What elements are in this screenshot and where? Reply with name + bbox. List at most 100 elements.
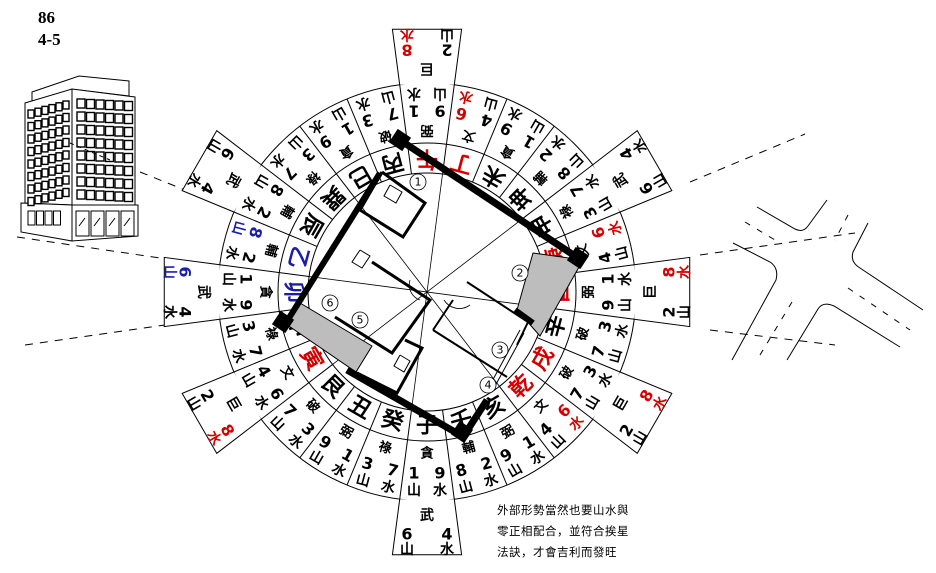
building-window [55, 189, 63, 200]
sector-divider [299, 125, 355, 198]
star-name: 輔 [460, 439, 477, 458]
building-window [114, 191, 124, 202]
water-star-digit: 1 [599, 273, 618, 284]
room-wall [466, 281, 530, 346]
sector-divider [233, 337, 318, 373]
water-label: 水 [482, 470, 501, 490]
water-star-digit: 2 [479, 453, 495, 474]
star-name: 祿 [557, 202, 578, 222]
tab-star-name: 巨 [643, 285, 659, 299]
building-window [85, 150, 96, 162]
mountain-star-digit: 4 [595, 250, 616, 266]
building-window [41, 168, 49, 178]
road-intersection-icon [731, 199, 924, 361]
mountain-label: 山 [354, 471, 372, 490]
star-name: 破 [574, 325, 593, 342]
sector-divider [536, 337, 621, 373]
sector-divider [399, 409, 412, 500]
mountain-star-digit: 9 [434, 102, 445, 121]
caption-line: 外部形勢當然也要山水與 [497, 503, 629, 517]
mountain-name: 巽 [316, 181, 349, 214]
tab-star-name: 武 [420, 507, 434, 524]
star-name: 弼 [582, 285, 597, 298]
star-name: 弼 [337, 423, 356, 442]
mountain-star-digit: 1 [408, 464, 419, 483]
mountain-label: 山 [238, 370, 259, 390]
building-window [123, 113, 134, 125]
window-line [493, 332, 525, 389]
building-window [62, 175, 70, 185]
building-window [62, 125, 70, 135]
building-window [114, 178, 124, 189]
building-window [85, 176, 96, 188]
mountain-label: 山 [433, 85, 447, 101]
building-window [27, 134, 35, 144]
building-window [104, 151, 115, 163]
sector-divider [260, 364, 333, 420]
building-window [76, 98, 86, 109]
building-window [62, 100, 70, 110]
building-shop-window [44, 210, 53, 226]
sector-divider [544, 307, 635, 320]
mountain-name: 乙 [283, 243, 313, 271]
building-window [27, 159, 35, 169]
mountain-name: 乾 [504, 369, 538, 403]
building-window [114, 100, 124, 111]
building-window [114, 126, 124, 137]
star-name: 破 [303, 396, 324, 417]
fixture [393, 354, 411, 373]
sector-divider [521, 164, 594, 220]
star-name: 文 [459, 126, 477, 145]
sector-divider [499, 386, 555, 459]
tab-water-digit: 4 [176, 306, 195, 317]
star-name: 輔 [277, 202, 297, 221]
star-name: 輔 [262, 242, 281, 259]
building-window [123, 126, 134, 138]
star-name: 破 [377, 127, 394, 146]
glass-glint [123, 217, 131, 227]
glass-glint [78, 217, 86, 227]
tab-water-digit: 8 [660, 266, 679, 277]
tab-mountain-digit: 6 [401, 525, 412, 544]
room-wall [432, 329, 508, 378]
building-window [27, 146, 35, 157]
mountain-label: 山 [220, 272, 236, 286]
sector-divider [260, 164, 333, 220]
mountain-label: 山 [329, 103, 349, 124]
corner-column [450, 420, 474, 444]
building-window [114, 165, 124, 176]
tab-water-label: 水 [161, 305, 178, 320]
mountain-label: 山 [618, 298, 634, 312]
water-star-digit: 7 [245, 344, 266, 360]
water-star-digit: 9 [434, 464, 445, 483]
building-window [48, 103, 56, 114]
building-window [76, 150, 86, 161]
corner-column [566, 246, 590, 270]
mountain-label: 山 [222, 322, 241, 340]
mountain-star-digit: 8 [245, 225, 266, 241]
sight-line [689, 133, 806, 183]
compass-axis-line [332, 219, 522, 365]
star-name: 弼 [499, 423, 518, 442]
tab-water-label: 水 [440, 541, 455, 558]
building-shop-window [27, 210, 36, 226]
sector-tab-卯 [163, 256, 220, 328]
water-star-digit: 6 [453, 103, 469, 124]
tab-mountain-digit: 2 [441, 41, 452, 60]
water-star-digit: 9 [237, 299, 256, 310]
building-window [104, 138, 115, 150]
sight-lines [16, 133, 856, 346]
sector-tab-申 [592, 129, 673, 213]
building-window [95, 164, 105, 175]
building-window [55, 152, 63, 162]
building-glass-door [120, 210, 135, 237]
sight-line [16, 236, 161, 259]
sight-line [24, 324, 166, 346]
building-window [85, 98, 96, 110]
sector-divider [233, 211, 318, 247]
tab-star-name: 巨 [223, 394, 244, 414]
mountain-label: 山 [482, 94, 500, 113]
sector-divider [299, 386, 355, 459]
sector-divider [399, 84, 412, 175]
